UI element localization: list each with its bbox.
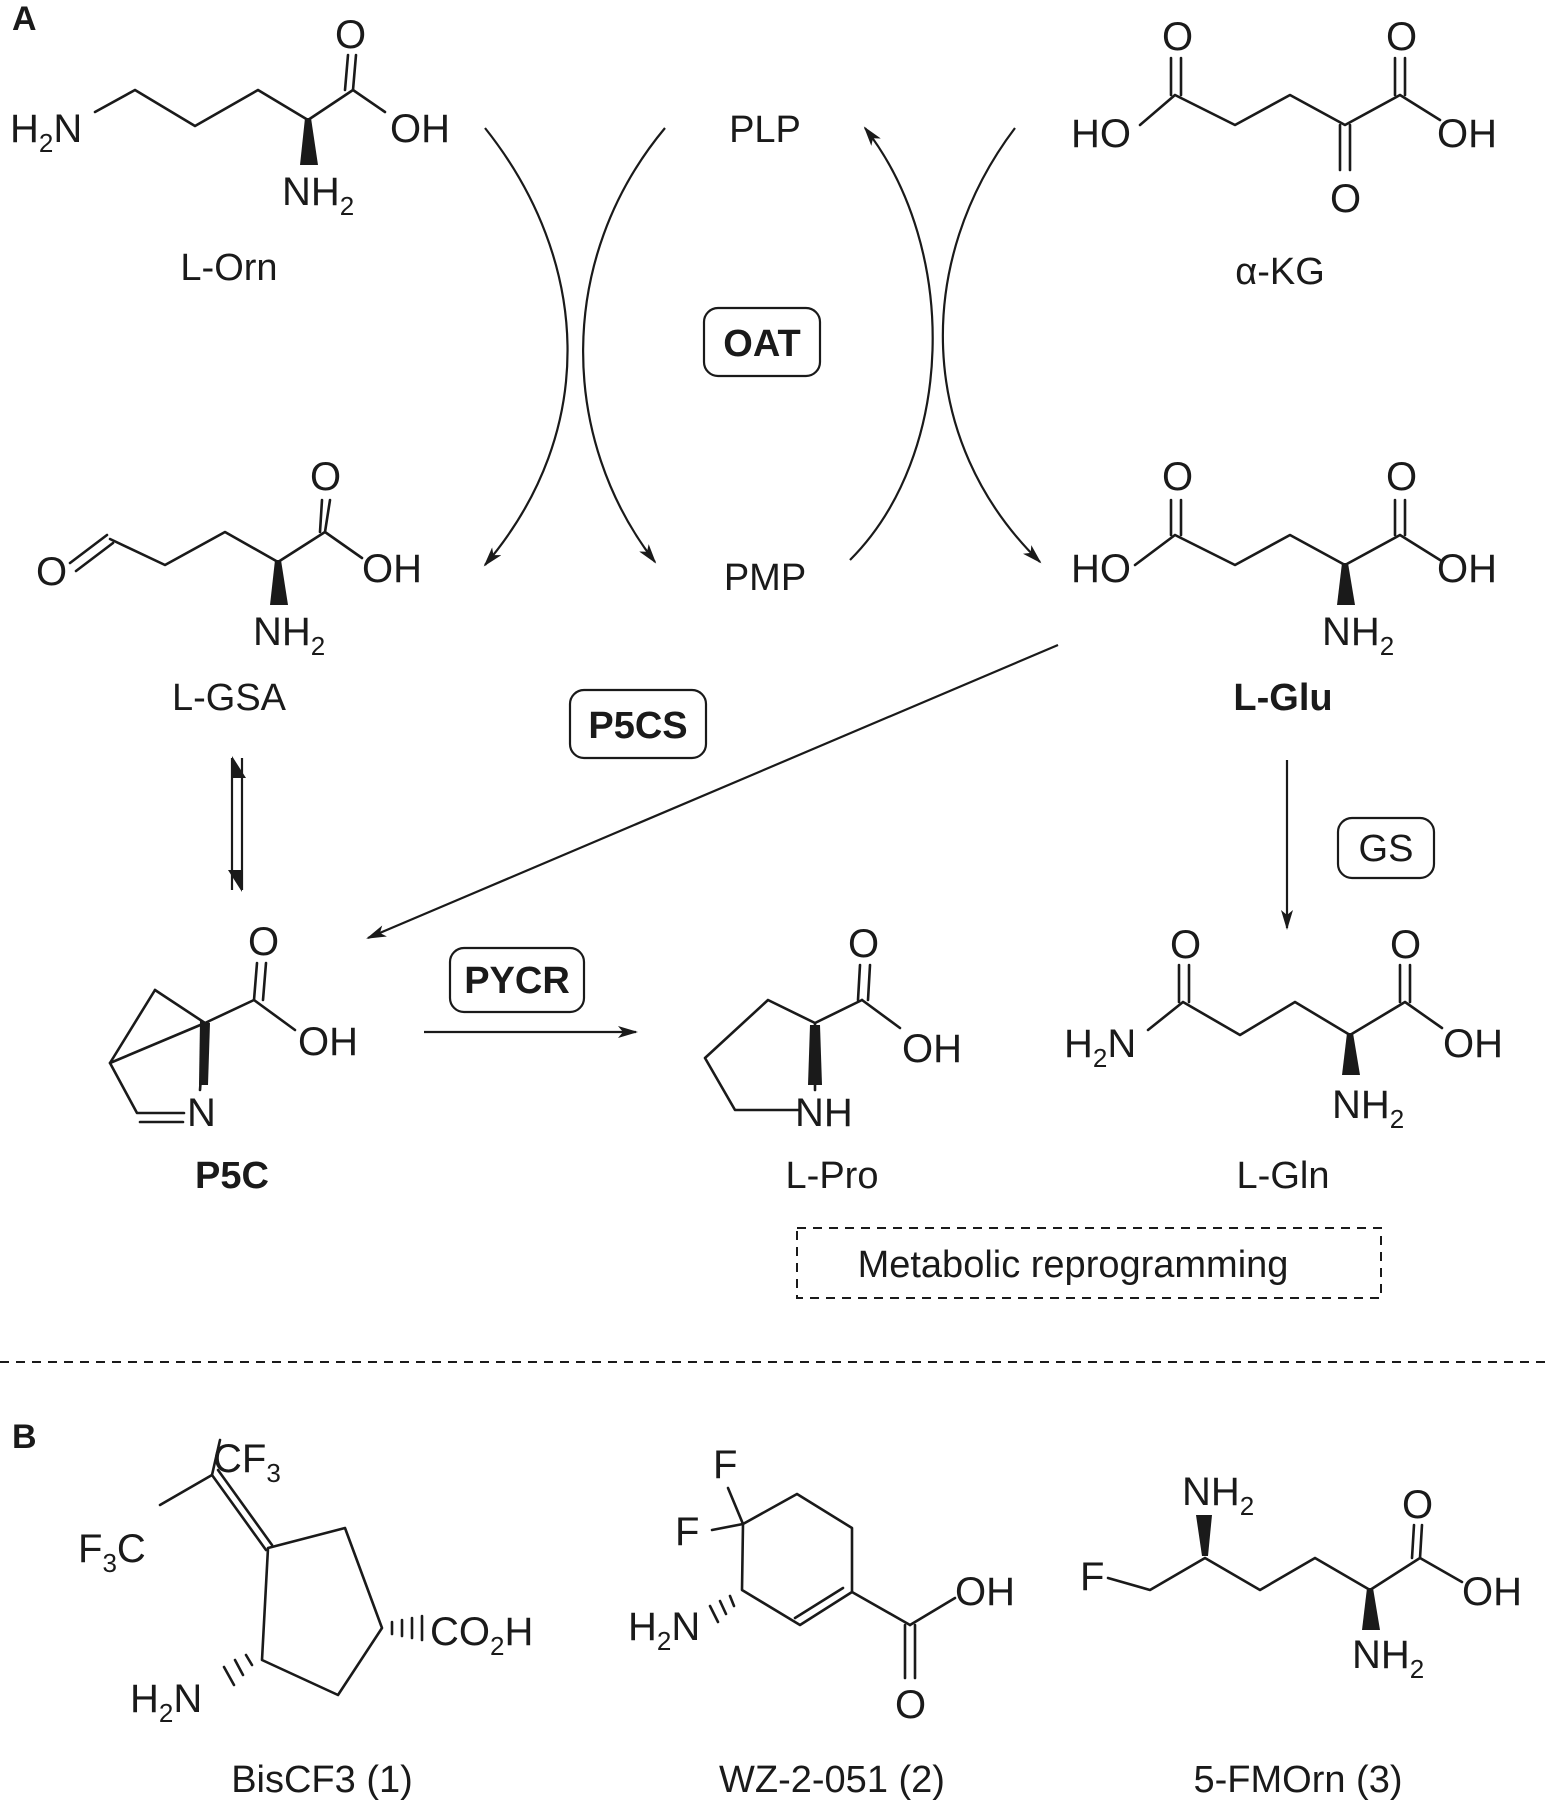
l-proline-structure: NH O OH bbox=[703, 922, 962, 1135]
akg-to-glu-arrow bbox=[941, 127, 1042, 564]
fluorine-label: F bbox=[713, 1443, 737, 1487]
carbonyl-o-label: O bbox=[1386, 15, 1417, 59]
carbonyl-o-label: O bbox=[895, 1683, 926, 1727]
l-pro-label: L-Pro bbox=[786, 1155, 879, 1197]
ring-nh-label: NH bbox=[795, 1091, 853, 1135]
alpha-amine-label: NH2 bbox=[282, 170, 354, 221]
5-fmorn-label: 5-FMOrn (3) bbox=[1194, 1759, 1403, 1800]
f3c-label: F3C bbox=[78, 1527, 146, 1578]
alpha-amine-label: NH2 bbox=[253, 610, 325, 661]
aldehyde-o-label: O bbox=[36, 550, 67, 594]
hydroxyl-label: HO bbox=[1071, 547, 1131, 591]
keto-o-label: O bbox=[1330, 177, 1361, 221]
alpha-amine-label: NH2 bbox=[1332, 1083, 1404, 1134]
hydroxyl-label: OH bbox=[1437, 547, 1497, 591]
alpha-amine-label: NH2 bbox=[1322, 610, 1394, 661]
carbonyl-o-label: O bbox=[1390, 923, 1421, 967]
hashed-bond bbox=[390, 1614, 424, 1642]
biscf3-structure: CF3 F3C CO2H H2N bbox=[78, 1437, 533, 1728]
oat-enzyme-box bbox=[702, 306, 822, 378]
fluorine-label: F bbox=[675, 1510, 699, 1554]
p5c-structure: N O OH bbox=[108, 920, 358, 1135]
amine-label: H2N bbox=[10, 107, 82, 158]
amide-n-label: H2N bbox=[1064, 1022, 1136, 1073]
carbonyl-o-label: O bbox=[1386, 455, 1417, 499]
metabolic-reprogramming-label: Metabolic reprogramming bbox=[858, 1244, 1289, 1286]
biscf3-label: BisCF3 (1) bbox=[231, 1759, 413, 1800]
fluorine-label: F bbox=[1080, 1555, 1104, 1599]
l-gln-label: L-Gln bbox=[1237, 1155, 1330, 1197]
hashed-bond bbox=[708, 1594, 736, 1624]
hydroxyl-label: OH bbox=[1462, 1570, 1522, 1614]
hydroxyl-label: OH bbox=[298, 1020, 358, 1064]
orn-to-gsa-arrow bbox=[483, 127, 569, 567]
l-glu-label: L-Glu bbox=[1233, 677, 1332, 719]
amine-label: H2N bbox=[130, 1677, 202, 1728]
l-gsa-structure: O O OH NH2 bbox=[36, 455, 422, 661]
l-ornithine-structure: H2N O OH NH2 bbox=[10, 13, 450, 221]
carbonyl-o-label: O bbox=[848, 922, 879, 966]
l-glutamine-structure: O O H2N OH NH2 bbox=[1064, 923, 1503, 1134]
hashed-bond bbox=[222, 1653, 254, 1687]
amine-label: NH2 bbox=[1182, 1470, 1254, 1521]
glu-to-p5c-arrow bbox=[366, 643, 1059, 940]
hydroxyl-label: OH bbox=[902, 1027, 962, 1071]
hydroxyl-label: OH bbox=[955, 1570, 1015, 1614]
hydroxyl-label: OH bbox=[1443, 1022, 1503, 1066]
metabolic-reprogramming-box bbox=[796, 1227, 1382, 1299]
alpha-kg-structure: O O HO OH O bbox=[1071, 15, 1497, 221]
alpha-kg-label: α-KG bbox=[1235, 251, 1325, 293]
carbonyl-o-label: O bbox=[1162, 15, 1193, 59]
gs-enzyme-box bbox=[1336, 816, 1436, 880]
panel-label-a: A bbox=[12, 0, 37, 38]
hydroxyl-label: OH bbox=[390, 107, 450, 151]
pycr-enzyme-box bbox=[448, 946, 586, 1014]
amide-o-label: O bbox=[1170, 923, 1201, 967]
p5cs-enzyme-label: P5CS bbox=[588, 705, 687, 747]
hydroxyl-label: OH bbox=[362, 547, 422, 591]
l-glu-structure: O O HO OH NH2 bbox=[1071, 455, 1497, 661]
gsa-p5c-equilibrium-arrows bbox=[228, 756, 246, 892]
panel-label-b: B bbox=[12, 1418, 37, 1456]
co2h-label: CO2H bbox=[430, 1610, 533, 1661]
amine-label: H2N bbox=[628, 1605, 700, 1656]
wz-2-051-structure: F F H2N OH O bbox=[628, 1443, 1015, 1727]
p5cs-enzyme-box bbox=[568, 688, 708, 760]
carbonyl-o-label: O bbox=[1162, 455, 1193, 499]
l-orn-label: L-Orn bbox=[180, 247, 277, 289]
gs-enzyme-label: GS bbox=[1359, 828, 1414, 870]
pmp-to-plp-arrow bbox=[849, 126, 934, 561]
carbonyl-o-label: O bbox=[1402, 1483, 1433, 1527]
hydroxyl-label: HO bbox=[1071, 112, 1131, 156]
wz-2-051-label: WZ-2-051 (2) bbox=[719, 1759, 945, 1800]
carbonyl-o-label: O bbox=[335, 13, 366, 57]
pycr-enzyme-label: PYCR bbox=[464, 960, 570, 1002]
cf3-label: CF3 bbox=[213, 1437, 281, 1488]
plp-label: PLP bbox=[729, 109, 801, 151]
alpha-amine-label: NH2 bbox=[1352, 1633, 1424, 1684]
carbonyl-o-label: O bbox=[310, 455, 341, 499]
p5c-label: P5C bbox=[195, 1155, 269, 1197]
pmp-label: PMP bbox=[724, 557, 806, 599]
l-gsa-label: L-GSA bbox=[172, 677, 287, 719]
oat-enzyme-label: OAT bbox=[723, 323, 800, 365]
hydroxyl-label: OH bbox=[1437, 112, 1497, 156]
carbonyl-o-label: O bbox=[248, 920, 279, 964]
5-fmorn-structure: F NH2 O OH NH2 bbox=[1080, 1470, 1522, 1684]
plp-to-pmp-arrow bbox=[582, 127, 666, 564]
ring-n-label: N bbox=[187, 1091, 216, 1135]
